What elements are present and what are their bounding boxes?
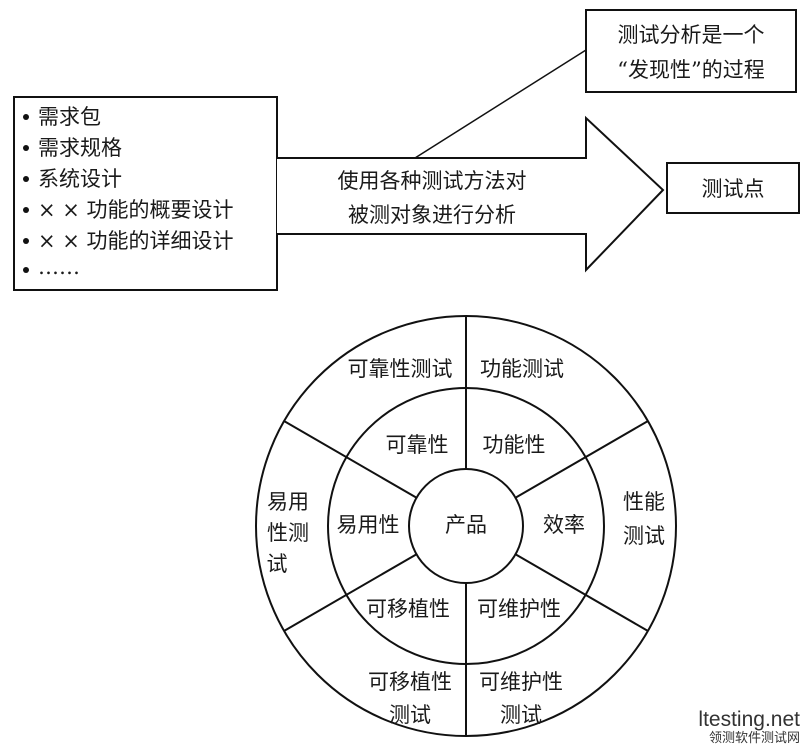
watermark-caption: 领测软件测试网 [709, 731, 800, 746]
input-box [13, 96, 278, 291]
arrow-label-line2: 被测对象进行分析 [348, 203, 516, 227]
outer-usability-test-line3: 试 [267, 552, 288, 576]
output-label: 测试点 [702, 177, 765, 201]
bullet [23, 176, 29, 182]
divider-lower-right [514, 553, 649, 632]
arrow-label-line1: 使用各种测试方法对 [338, 169, 527, 193]
outer-maintainability-test-line2: 测试 [500, 703, 542, 727]
discovery-note-line1: 测试分析是一个 [618, 23, 765, 47]
bullet [23, 145, 29, 151]
quality-wheel: 产品 可靠性 功能性 效率 易用性 可移植性 可维护性 可靠性测试 功能测试 性… [255, 315, 677, 737]
inner-efficiency: 效率 [543, 513, 585, 537]
input-item: …… [38, 255, 80, 279]
divider-upper-left [283, 420, 418, 499]
outer-reliability-test: 可靠性测试 [348, 357, 453, 381]
center-label: 产品 [445, 513, 487, 537]
watermark-domain: ltesting.net [698, 708, 800, 731]
input-list: 需求包 需求规格 系统设计 × × 功能的概要设计 × × 功能的详细设计 …… [23, 105, 234, 279]
inner-reliability: 可靠性 [386, 433, 449, 457]
outer-performance-test-line1: 性能 [623, 490, 665, 514]
outer-usability-test-line1: 易用 [267, 490, 309, 514]
outer-performance-test-line2: 测试 [623, 524, 665, 548]
outer-portability-test-line2: 测试 [389, 703, 431, 727]
bullet [23, 267, 29, 273]
outer-usability-test-line2: 性测 [267, 521, 309, 545]
input-item: 需求包 [38, 105, 101, 129]
callout-line [414, 49, 587, 159]
outer-portability-test-line1: 可移植性 [368, 670, 452, 694]
output-box [666, 162, 800, 214]
inner-functionality: 功能性 [483, 433, 546, 457]
bullet [23, 238, 29, 244]
inner-maintainability: 可维护性 [477, 597, 561, 621]
process-arrow [277, 115, 665, 273]
center-hub [408, 468, 524, 584]
bullet [23, 114, 29, 120]
discovery-note-box [585, 9, 797, 93]
divider-upper-right [514, 420, 649, 499]
discovery-note-line2: “发现性”的过程 [617, 58, 764, 82]
divider-lower-left [283, 553, 418, 632]
outer-maintainability-test-line1: 可维护性 [479, 670, 563, 694]
outer-function-test: 功能测试 [480, 357, 564, 381]
input-item: 需求规格 [38, 136, 122, 160]
input-item: × × 功能的详细设计 [38, 229, 234, 253]
input-item: 系统设计 [38, 167, 122, 191]
inner-portability: 可移植性 [366, 597, 450, 621]
bullet [23, 207, 29, 213]
inner-usability: 易用性 [337, 513, 400, 537]
input-item: × × 功能的概要设计 [38, 198, 234, 222]
